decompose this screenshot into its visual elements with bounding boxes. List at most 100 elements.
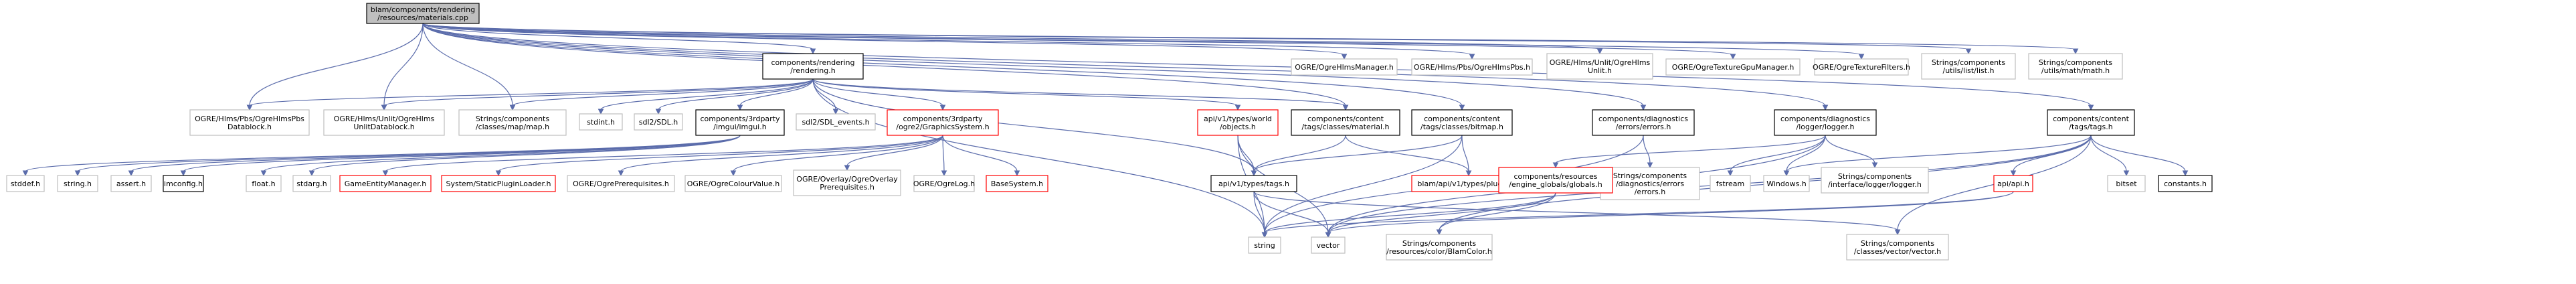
node-ogre-prereq[interactable]: OGRE/OgrePrerequisites.h bbox=[567, 175, 675, 192]
node-world-objects[interactable]: api/v1/types/world/objects.h bbox=[1197, 109, 1279, 136]
node-ogre-colour[interactable]: OGRE/OgreColourValue.h bbox=[684, 175, 782, 192]
node-bitmap-h[interactable]: components/content/tags/classes/bitmap.h bbox=[1411, 109, 1513, 136]
node-str-diag-errors[interactable]: Strings/components/diagnostics/errors/er… bbox=[1600, 167, 1700, 200]
node-label: OGRE/Hlms/Unlit/OgreHlms bbox=[1550, 58, 1651, 67]
node-ogre-hlms-mgr[interactable]: OGRE/OgreHlmsManager.h bbox=[1291, 58, 1398, 76]
node-str-list[interactable]: Strings/components/utils/list/list.h bbox=[1921, 53, 2016, 80]
node-box bbox=[1774, 109, 1877, 136]
node-box bbox=[986, 175, 1048, 192]
edge-ogre2_gfx-to-ogre_overlay bbox=[844, 135, 943, 171]
node-diag-logger[interactable]: components/diagnostics/logger/logger.h bbox=[1774, 109, 1877, 136]
node-label: Prerequisites.h bbox=[820, 183, 875, 192]
node-box bbox=[441, 175, 556, 192]
node-str-map[interactable]: Strings/components/classes/map/map.h bbox=[458, 109, 567, 136]
node-fstream[interactable]: fstream bbox=[1710, 175, 1751, 192]
node-stddef[interactable]: stddef.h bbox=[6, 175, 45, 192]
node-windows-h[interactable]: Windows.h bbox=[1763, 175, 1810, 192]
edge-diag_logger-to-windows_h bbox=[1783, 135, 1826, 177]
node-label: fstream bbox=[1716, 180, 1744, 188]
node-box bbox=[1498, 167, 1613, 194]
node-vector[interactable]: vector bbox=[1311, 236, 1346, 254]
graph-nodes: blam/components/rendering/resources/mate… bbox=[6, 3, 2213, 261]
edge-tags_h-to-bitset bbox=[2090, 135, 2130, 177]
node-float[interactable]: float.h bbox=[246, 175, 282, 192]
node-label: OGRE/OgreLog.h bbox=[913, 180, 975, 188]
edge-ogre2_gfx-to-static_plugin bbox=[495, 135, 943, 177]
node-box bbox=[1411, 58, 1533, 76]
node-box bbox=[1665, 58, 1801, 76]
edge-root-to-ogre_unlit bbox=[422, 23, 1603, 55]
edge-root-to-tags_h bbox=[422, 23, 2094, 111]
node-box bbox=[189, 109, 310, 136]
node-tags-h[interactable]: components/content/tags/tags.h bbox=[2047, 109, 2135, 136]
node-engine-globals[interactable]: components/resources/engine_globals/glob… bbox=[1498, 167, 1613, 194]
edge-rendering-to-imgui_h bbox=[737, 78, 814, 111]
node-box bbox=[793, 169, 901, 196]
node-root: blam/components/rendering/resources/mate… bbox=[366, 3, 480, 24]
node-label: OGRE/Hlms/Pbs/OgreHlmsPbs.h bbox=[1414, 63, 1530, 72]
node-game-entity[interactable]: GameEntityManager.h bbox=[339, 175, 432, 192]
node-str-logger[interactable]: Strings/components/interface/logger/logg… bbox=[1821, 167, 1929, 194]
node-imgui-h[interactable]: components/3rdparty/imgui/imgui.h bbox=[695, 109, 785, 136]
node-sdl2[interactable]: sdl2/SDL.h bbox=[634, 113, 683, 131]
edge-material_h-to-plugins_h bbox=[1345, 135, 1472, 177]
node-box bbox=[366, 3, 480, 24]
node-str-vector[interactable]: Strings/components/classes/vector/vector… bbox=[1846, 234, 1949, 261]
edge-rendering-to-stdint bbox=[597, 78, 814, 115]
node-label: stdarg.h bbox=[296, 180, 327, 188]
node-label: imconfig.h bbox=[164, 180, 203, 188]
node-label: api/api.h bbox=[1997, 180, 2029, 188]
node-api-tags[interactable]: api/v1/types/tags.h bbox=[1210, 175, 1297, 192]
node-material-h[interactable]: components/content/tags/classes/material… bbox=[1291, 109, 1400, 136]
node-box bbox=[1546, 53, 1653, 80]
node-imconfig[interactable]: imconfig.h bbox=[163, 175, 204, 192]
node-bitset[interactable]: bitset bbox=[2107, 175, 2146, 192]
node-string-h[interactable]: string.h bbox=[57, 175, 98, 192]
node-label: Unlit.h bbox=[1588, 66, 1612, 75]
node-base-system[interactable]: BaseSystem.h bbox=[986, 175, 1048, 192]
node-rendering[interactable]: components/rendering/rendering.h bbox=[762, 53, 864, 80]
node-ogre-log[interactable]: OGRE/OgreLog.h bbox=[913, 175, 975, 192]
node-static-plugin[interactable]: System/StaticPluginLoader.h bbox=[441, 175, 556, 192]
node-diag-errors[interactable]: components/diagnostics/errors/errors.h bbox=[1592, 109, 1695, 136]
node-str-math[interactable]: Strings/components/utils/math/math.h bbox=[2028, 53, 2123, 80]
node-label: /utils/list/list.h bbox=[1942, 66, 1994, 75]
node-constants[interactable]: constants.h bbox=[2158, 175, 2213, 192]
node-api-h[interactable]: api/api.h bbox=[1993, 175, 2033, 192]
node-label: components/diagnostics bbox=[1598, 115, 1688, 123]
edge-tags_h-to-constants bbox=[2090, 135, 2189, 177]
node-box bbox=[1197, 109, 1279, 136]
node-ogre2-gfx[interactable]: components/3rdparty/ogre2/GraphicsSystem… bbox=[887, 109, 999, 136]
node-label: stdint.h bbox=[587, 118, 615, 127]
node-label: OGRE/OgreHlmsManager.h bbox=[1295, 63, 1394, 72]
node-ogre-texfilt[interactable]: OGRE/OgreTextureFilters.h bbox=[1813, 58, 1910, 76]
node-stdint[interactable]: stdint.h bbox=[579, 113, 623, 131]
node-string-std[interactable]: string bbox=[1248, 236, 1281, 254]
node-stdarg[interactable]: stdarg.h bbox=[292, 175, 331, 192]
edge-root-to-ogre_texfilt bbox=[422, 23, 1865, 60]
node-str-blamcolor[interactable]: Strings/components/resources/color/BlamC… bbox=[1386, 234, 1493, 261]
edge-api_tags-to-str_vector bbox=[1253, 191, 1901, 236]
node-box bbox=[913, 175, 975, 192]
node-assert[interactable]: assert.h bbox=[110, 175, 152, 192]
node-label: components/content bbox=[2053, 115, 2129, 123]
node-label: string bbox=[1254, 241, 1275, 250]
node-label: Datablock.h bbox=[227, 123, 272, 131]
node-box bbox=[246, 175, 282, 192]
node-label: components/rendering bbox=[771, 58, 855, 67]
node-sdl2-events[interactable]: sdl2/SDL_events.h bbox=[796, 113, 876, 131]
node-label: /rendering.h bbox=[790, 66, 836, 75]
node-ogre-pbs[interactable]: OGRE/Hlms/Pbs/OgreHlmsPbs.h bbox=[1411, 58, 1533, 76]
edge-rendering-to-material_h bbox=[812, 78, 1349, 111]
edge-rendering-to-str_map bbox=[509, 78, 814, 111]
edge-diag_logger-to-str_logger bbox=[1825, 135, 1878, 169]
node-label: components/content bbox=[1307, 115, 1384, 123]
node-box bbox=[796, 113, 876, 131]
node-label: /ogre2/GraphicsSystem.h bbox=[896, 123, 989, 131]
node-box bbox=[762, 53, 864, 80]
node-ogre-texgpu[interactable]: OGRE/OgreTextureGpuManager.h bbox=[1665, 58, 1801, 76]
